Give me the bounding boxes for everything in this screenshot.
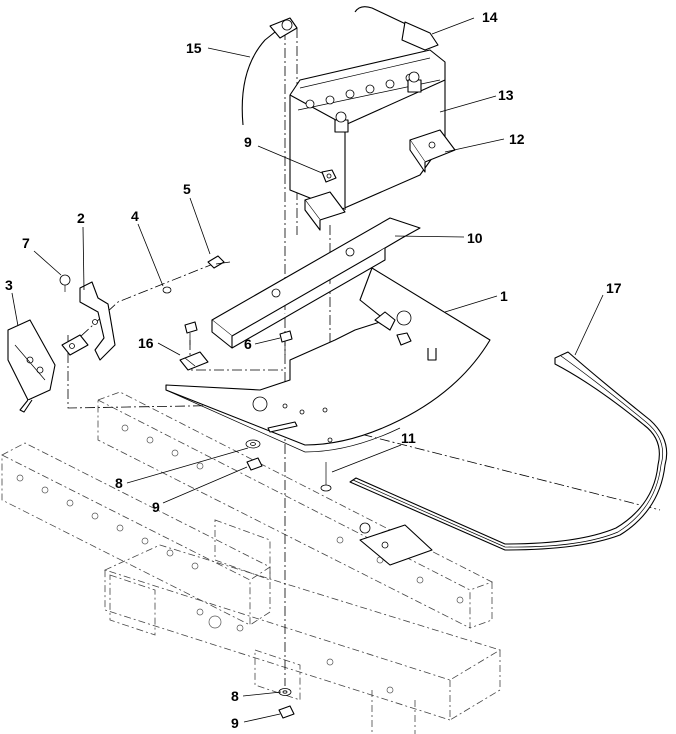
chassis-frame-phantom bbox=[1, 391, 501, 734]
battery-cable-positive bbox=[241, 17, 298, 126]
callout-8b: 8 bbox=[231, 688, 239, 704]
battery-disconnect-switch bbox=[7, 319, 56, 413]
callout-13: 13 bbox=[498, 87, 514, 103]
cable-clip bbox=[179, 351, 209, 371]
edge-trim-seal bbox=[349, 351, 668, 551]
bolt-5 bbox=[207, 255, 231, 269]
callout-9c: 9 bbox=[231, 715, 239, 731]
leader-lines bbox=[11, 17, 604, 723]
washer-nut-bottom bbox=[278, 688, 295, 719]
washer-nut-middle bbox=[245, 439, 263, 471]
callout-4: 4 bbox=[131, 208, 139, 224]
callout-11: 11 bbox=[401, 430, 416, 446]
callout-17: 17 bbox=[606, 280, 622, 296]
callout-14: 14 bbox=[482, 9, 498, 25]
battery-tray bbox=[165, 267, 491, 453]
battery-cable-negative bbox=[354, 6, 439, 51]
callout-16: 16 bbox=[138, 335, 154, 351]
callout-15: 15 bbox=[186, 40, 202, 56]
callout-5: 5 bbox=[183, 181, 191, 197]
rubber-plug bbox=[59, 274, 71, 292]
nut-upper bbox=[321, 169, 337, 183]
washer-4 bbox=[162, 286, 172, 294]
callout-2: 2 bbox=[77, 210, 85, 226]
battery-support-rail bbox=[211, 217, 421, 349]
mounting-bracket bbox=[61, 281, 116, 361]
callout-6: 6 bbox=[244, 336, 252, 352]
callout-12: 12 bbox=[509, 131, 525, 147]
callout-7: 7 bbox=[22, 235, 30, 251]
hold-down-clamp bbox=[304, 129, 456, 231]
callout-9a: 9 bbox=[244, 134, 252, 150]
bolt-6 bbox=[184, 321, 293, 355]
callout-3: 3 bbox=[5, 277, 13, 293]
callout-9b: 9 bbox=[152, 499, 160, 515]
callout-1: 1 bbox=[500, 288, 508, 304]
battery bbox=[289, 49, 446, 211]
callout-labels: 1 2 3 4 5 6 7 8 8 9 9 9 10 11 12 13 14 1… bbox=[5, 9, 622, 731]
callout-8a: 8 bbox=[115, 475, 123, 491]
callout-10: 10 bbox=[467, 230, 483, 246]
bolt-11 bbox=[320, 462, 332, 492]
